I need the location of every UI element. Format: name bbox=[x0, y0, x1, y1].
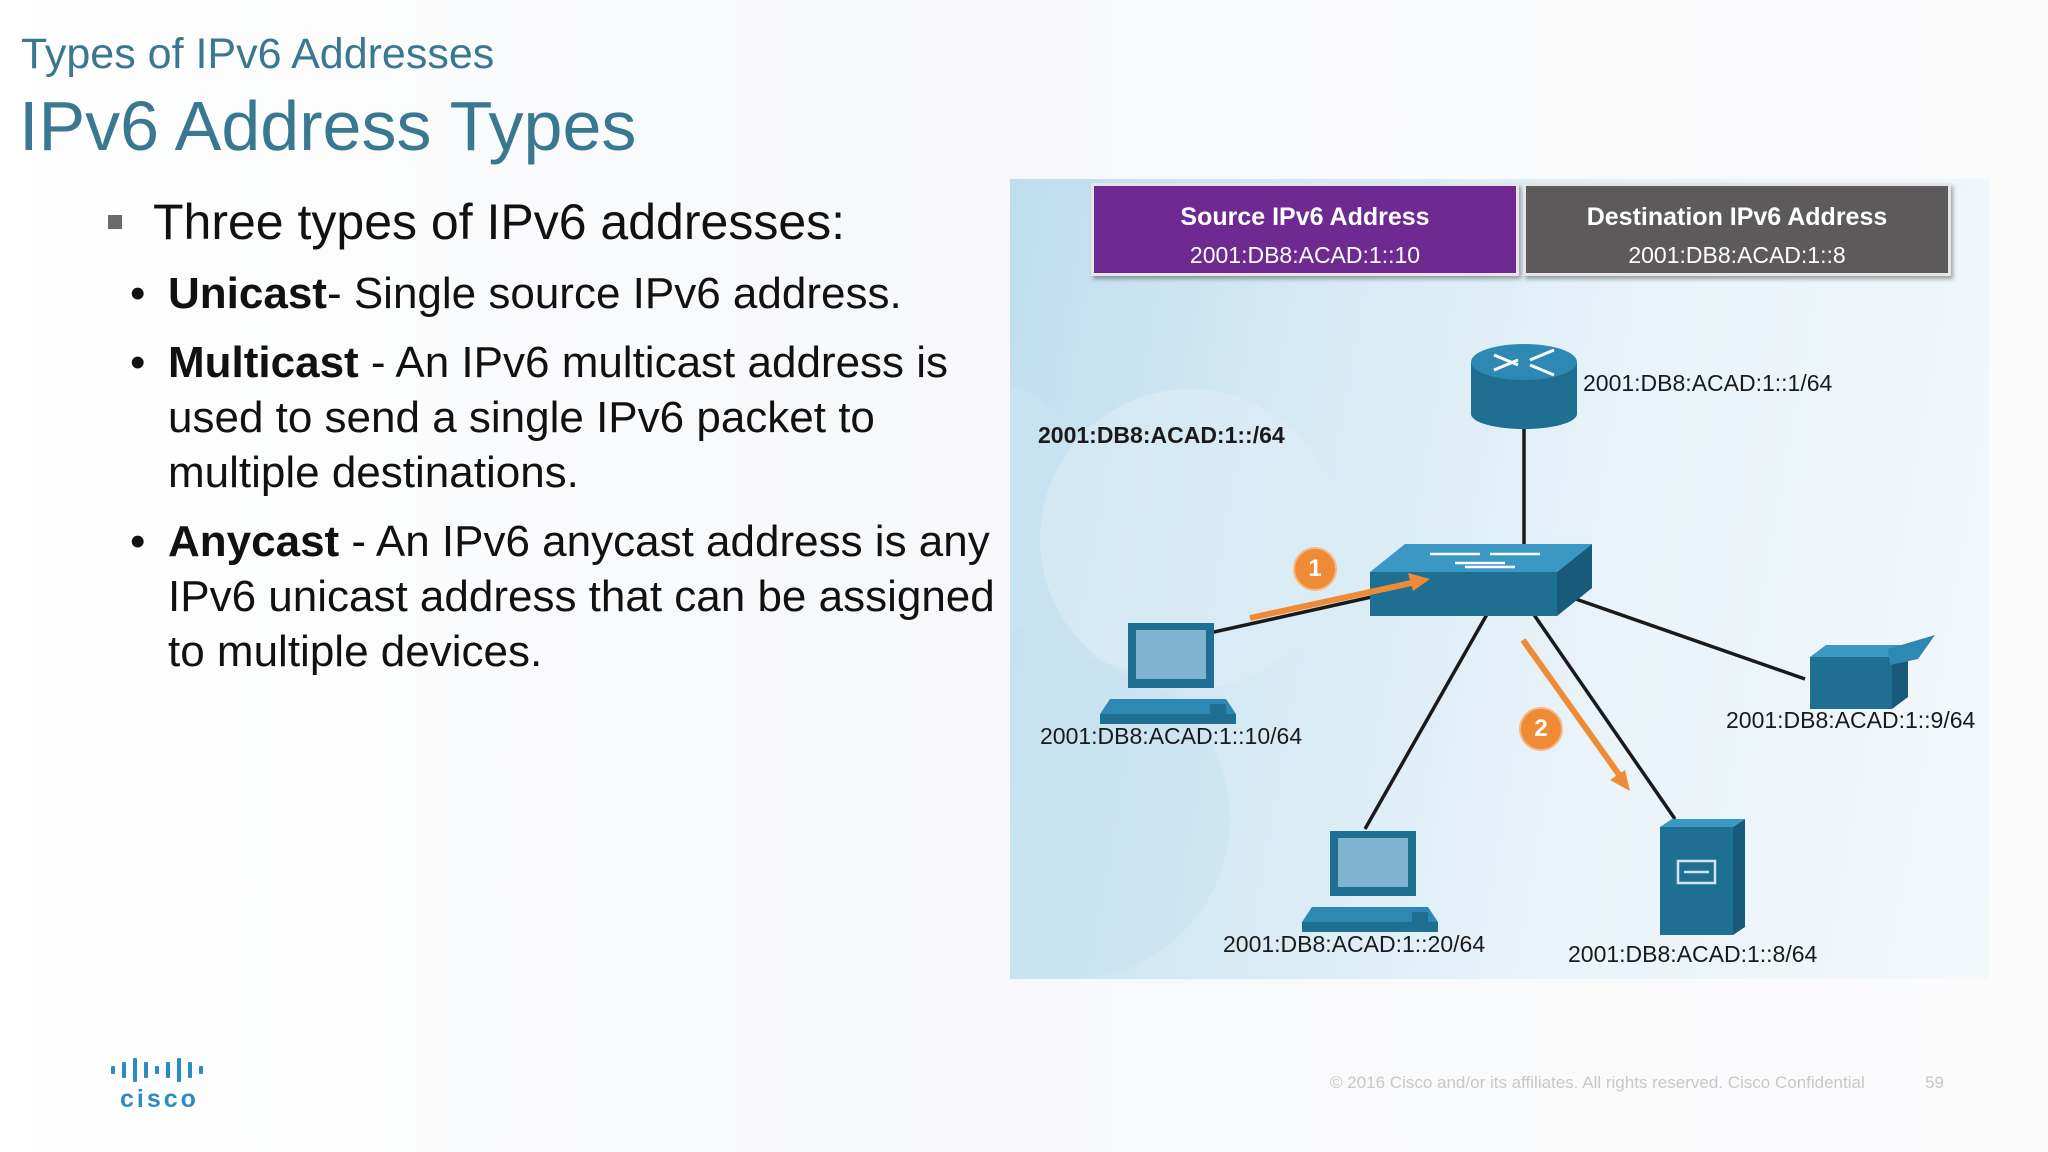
bullet-text: - Single source IPv6 address. bbox=[326, 269, 902, 318]
step-2-badge: 2 bbox=[1519, 707, 1563, 751]
slide-kicker: Types of IPv6 Addresses bbox=[21, 30, 495, 78]
source-value: 2001:DB8:ACAD:1::10 bbox=[1189, 242, 1421, 268]
bullet-unicast: • Unicast- Single source IPv6 address. bbox=[105, 266, 1018, 321]
router-address-label: 2001:DB8:ACAD:1::1/64 bbox=[1583, 370, 1833, 396]
printer-address-label: 2001:DB8:ACAD:1::9/64 bbox=[1726, 707, 1976, 733]
network-diagram: Source IPv6 Address 2001:DB8:ACAD:1::10 … bbox=[1010, 179, 1989, 979]
cisco-logo-text: cisco bbox=[120, 1085, 199, 1113]
dot-bullet-icon: • bbox=[130, 269, 146, 318]
source-heading: Source IPv6 Address bbox=[1180, 203, 1430, 231]
bullet-multicast: • Multicast - An IPv6 multicast address … bbox=[105, 335, 1018, 500]
footer-copyright: © 2016 Cisco and/or its affiliates. All … bbox=[1330, 1073, 1865, 1092]
bullet-intro: Three types of IPv6 addresses: bbox=[105, 192, 925, 252]
page-number: 59 bbox=[1925, 1073, 1944, 1092]
dot-bullet-icon: • bbox=[130, 517, 146, 566]
square-bullet-icon bbox=[108, 215, 122, 229]
arrow-2 bbox=[1520, 638, 1630, 791]
network-prefix-label: 2001:DB8:ACAD:1::/64 bbox=[1038, 422, 1285, 448]
destination-heading: Destination IPv6 Address bbox=[1586, 203, 1888, 231]
destination-value: 2001:DB8:ACAD:1::8 bbox=[1628, 242, 1846, 268]
router-icon bbox=[1471, 344, 1577, 429]
pc-icon bbox=[1100, 623, 1236, 724]
printer-icon bbox=[1810, 635, 1935, 709]
link-pc2-switch bbox=[1363, 608, 1492, 830]
bullet-intro-text: Three types of IPv6 addresses: bbox=[153, 194, 846, 250]
cisco-logo: cisco bbox=[111, 1058, 203, 1114]
source-address-box: Source IPv6 Address 2001:DB8:ACAD:1::10 bbox=[1091, 183, 1519, 276]
destination-address-box: Destination IPv6 Address 2001:DB8:ACAD:1… bbox=[1523, 183, 1951, 276]
cisco-logo-bars-icon bbox=[111, 1058, 203, 1082]
arrow-1 bbox=[1249, 573, 1430, 621]
step-1-badge: 1 bbox=[1293, 547, 1337, 591]
switch-icon bbox=[1370, 544, 1592, 616]
pc2-address-label: 2001:DB8:ACAD:1::20/64 bbox=[1223, 931, 1486, 957]
bullet-anycast: • Anycast - An IPv6 anycast address is a… bbox=[105, 514, 1018, 679]
bullet-text: - An IPv6 anycast address is any IPv6 un… bbox=[168, 517, 995, 676]
bullet-term: Unicast bbox=[168, 269, 327, 318]
pc-icon bbox=[1302, 831, 1438, 932]
bullet-term: Multicast bbox=[168, 338, 359, 387]
diagram-canvas bbox=[1010, 344, 1935, 979]
server-icon bbox=[1660, 819, 1745, 935]
link-printer-switch bbox=[1569, 595, 1806, 681]
bullet-text: - An IPv6 multicast address is used to s… bbox=[168, 338, 949, 497]
dot-bullet-icon: • bbox=[130, 338, 146, 387]
slide-title: IPv6 Address Types bbox=[19, 87, 637, 165]
bullet-list: Three types of IPv6 addresses: • Unicast… bbox=[105, 192, 995, 679]
pc1-address-label: 2001:DB8:ACAD:1::10/64 bbox=[1040, 723, 1303, 749]
bullet-term: Anycast bbox=[168, 517, 340, 566]
link-server-switch bbox=[1528, 608, 1677, 820]
server-address-label: 2001:DB8:ACAD:1::8/64 bbox=[1568, 941, 1818, 967]
